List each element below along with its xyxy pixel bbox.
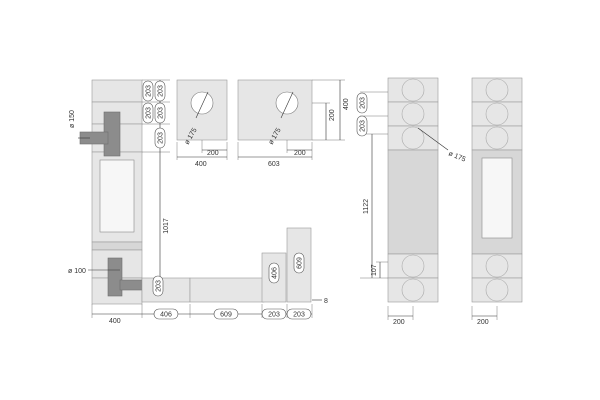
dim-107: 107: [371, 264, 378, 276]
dim-pill-203-f: 203: [356, 115, 368, 137]
svg-text:203: 203: [293, 312, 305, 319]
dim-8: 8: [324, 298, 328, 305]
dim-200-a: 200: [207, 150, 219, 157]
svg-text:609: 609: [297, 257, 304, 269]
svg-text:203: 203: [360, 97, 367, 109]
dim-603: 603: [268, 161, 280, 168]
dim-200-b: 200: [294, 150, 306, 157]
dim-pill-203-d: 203: [152, 275, 164, 297]
dim-pill-609-a: 609: [293, 252, 305, 274]
dim-pill-203-h: 203: [142, 102, 154, 124]
svg-text:203: 203: [158, 85, 165, 97]
plan-view-400: [176, 79, 228, 160]
dim-1017: 1017: [163, 218, 170, 234]
dim-pill-203-bottom1: 203: [261, 308, 287, 320]
dim-1122: 1122: [363, 199, 370, 214]
dim-pill-609-b: 609: [213, 308, 239, 320]
svg-text:203: 203: [268, 312, 280, 319]
dim-pill-203-b: 203: [154, 102, 166, 124]
svg-text:203: 203: [360, 120, 367, 132]
side-view: [471, 77, 523, 320]
dim-pill-203-c: 203: [154, 127, 166, 149]
flue-pipe-bottom: [107, 257, 123, 297]
svg-text:203: 203: [158, 132, 165, 144]
dim-400-left: 400: [109, 318, 121, 325]
dim-200-c: 200: [329, 109, 336, 121]
svg-text:609: 609: [220, 312, 232, 319]
plan-view-603: [237, 79, 345, 160]
dim-pill-203-e: 203: [356, 92, 368, 114]
dim-pill-203-bottom2: 203: [286, 308, 312, 320]
bench-modules: [141, 227, 312, 303]
svg-text:1017: 1017: [163, 218, 170, 234]
dim-400-top: 400: [195, 161, 207, 168]
dim-pill-406-b: 406: [153, 308, 179, 320]
diameter-175-c: ø 175: [447, 150, 466, 163]
dim-400-right: 400: [343, 98, 350, 110]
svg-text:203: 203: [146, 85, 153, 97]
front-view: [360, 77, 449, 320]
svg-text:203: 203: [156, 280, 163, 292]
svg-text:406: 406: [272, 267, 279, 279]
diameter-100: ø 100: [68, 268, 86, 275]
dim-200-front: 200: [393, 319, 405, 326]
svg-text:406: 406: [160, 312, 172, 319]
dim-pill-406-a: 406: [268, 262, 280, 284]
svg-text:203: 203: [158, 107, 165, 119]
dim-pill-203-g: 203: [142, 80, 154, 102]
diameter-150: ø 150: [69, 110, 76, 128]
flue-elbow-bottom: [119, 279, 143, 291]
dim-200-side: 200: [477, 319, 489, 326]
left-stove-column: [79, 79, 143, 305]
dim-pill-203-a: 203: [154, 80, 166, 102]
svg-text:203: 203: [146, 107, 153, 119]
